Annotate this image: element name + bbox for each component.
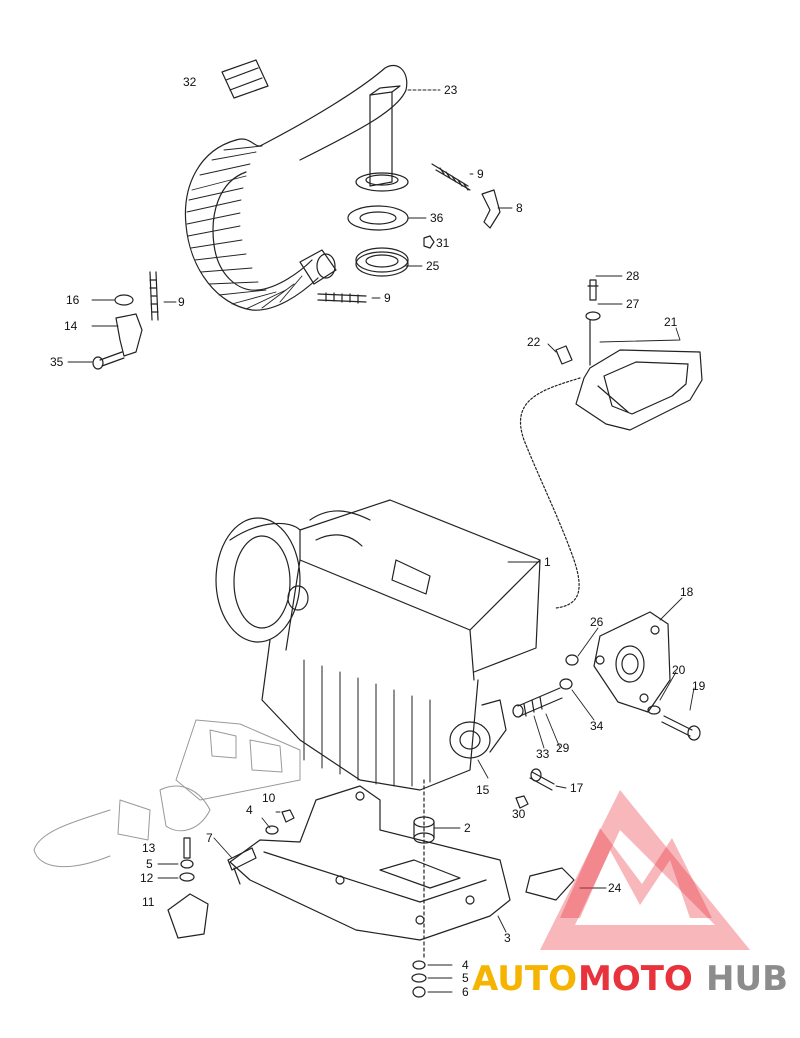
part-label-36: 36 <box>430 211 444 225</box>
bolt-stack-left <box>179 837 195 882</box>
part-label-4: 4 <box>462 958 469 972</box>
part-label-20: 20 <box>672 663 686 677</box>
part-label-5: 5 <box>462 971 469 985</box>
cap-part <box>114 294 134 306</box>
part-label-34: 34 <box>590 719 604 733</box>
spring-left <box>149 271 159 321</box>
engine-block <box>215 499 541 791</box>
watermark-text-auto: AUTO <box>472 959 577 999</box>
nut-26 <box>565 654 579 666</box>
bolt-part <box>92 351 125 370</box>
part-label-25: 25 <box>426 259 440 273</box>
part-label-10: 10 <box>262 791 276 805</box>
watermark-logo <box>540 790 750 950</box>
part-label-4: 4 <box>246 803 253 817</box>
plate-24 <box>525 867 575 901</box>
part-label-2: 2 <box>464 821 471 835</box>
logo-triangle <box>540 790 750 950</box>
part-label-13: 13 <box>142 841 156 855</box>
watermark-text-hub: HUB <box>706 959 788 999</box>
part-label-28: 28 <box>626 269 640 283</box>
cable <box>519 377 581 609</box>
leader-lines <box>67 89 695 993</box>
small-nut <box>423 235 435 249</box>
part-label-9: 9 <box>384 291 391 305</box>
stud-part <box>512 687 563 718</box>
part-label-14: 14 <box>64 319 78 333</box>
part-label-26: 26 <box>590 615 604 629</box>
part-label-17: 17 <box>570 781 584 795</box>
watermark-text-moto: MOTO <box>578 959 693 999</box>
frame-bracket <box>575 319 703 431</box>
part-label-19: 19 <box>692 679 706 693</box>
bolt-19 <box>661 715 701 741</box>
part-label-6: 6 <box>462 985 469 999</box>
flange-plate <box>593 611 671 713</box>
nut-34 <box>559 678 573 690</box>
part-label-21: 21 <box>664 315 678 329</box>
part-label-15: 15 <box>476 783 490 797</box>
exhaust-manifold <box>33 719 301 868</box>
nut-10 <box>281 809 295 823</box>
part-label-16: 16 <box>66 293 80 307</box>
part-label-32: 32 <box>183 75 197 89</box>
gasket-ring <box>347 205 409 231</box>
washer-4 <box>265 825 279 835</box>
part-label-9: 9 <box>178 295 185 309</box>
part-label-11: 11 <box>142 895 155 909</box>
flange-seal <box>355 247 409 277</box>
clamp-part <box>555 345 573 365</box>
part-label-30: 30 <box>512 807 526 821</box>
part-label-24: 24 <box>608 881 622 895</box>
part-label-8: 8 <box>516 201 523 215</box>
engine-support-plate <box>229 785 511 941</box>
bolt-17 <box>529 768 555 791</box>
mount-bracket-11 <box>167 893 209 939</box>
watermark-text: AUTO MOTO HUB <box>472 959 788 999</box>
sleeve-part <box>221 59 269 99</box>
nut-30 <box>515 795 529 809</box>
spacer-part <box>413 779 435 961</box>
part-label-5: 5 <box>146 857 153 871</box>
clip-part <box>481 189 501 229</box>
spring-upper <box>431 163 471 191</box>
part-label-9: 9 <box>477 167 484 181</box>
part-label-31: 31 <box>436 236 450 250</box>
part-label-18: 18 <box>680 585 694 599</box>
part-label-12: 12 <box>140 871 154 885</box>
exhaust-pipe <box>184 64 409 311</box>
upper-bolt <box>585 279 601 321</box>
part-label-22: 22 <box>527 335 541 349</box>
part-label-7: 7 <box>206 831 213 845</box>
part-label-29: 29 <box>556 741 570 755</box>
part-label-33: 33 <box>536 747 550 761</box>
bolt-stack-bottom <box>411 960 427 998</box>
part-label-27: 27 <box>626 297 640 311</box>
logo-m-mark <box>560 828 712 918</box>
part-label-35: 35 <box>50 355 64 369</box>
spring-middle <box>317 292 367 304</box>
part-label-23: 23 <box>444 83 458 97</box>
bracket-part <box>115 313 143 357</box>
part-label-1: 1 <box>544 555 551 569</box>
part-label-3: 3 <box>504 931 511 945</box>
mount-bolt-7 <box>227 847 257 885</box>
part-labels: 32 23 9 8 36 31 25 28 27 21 22 16 9 9 14… <box>50 75 706 999</box>
washer-20 <box>647 705 661 715</box>
